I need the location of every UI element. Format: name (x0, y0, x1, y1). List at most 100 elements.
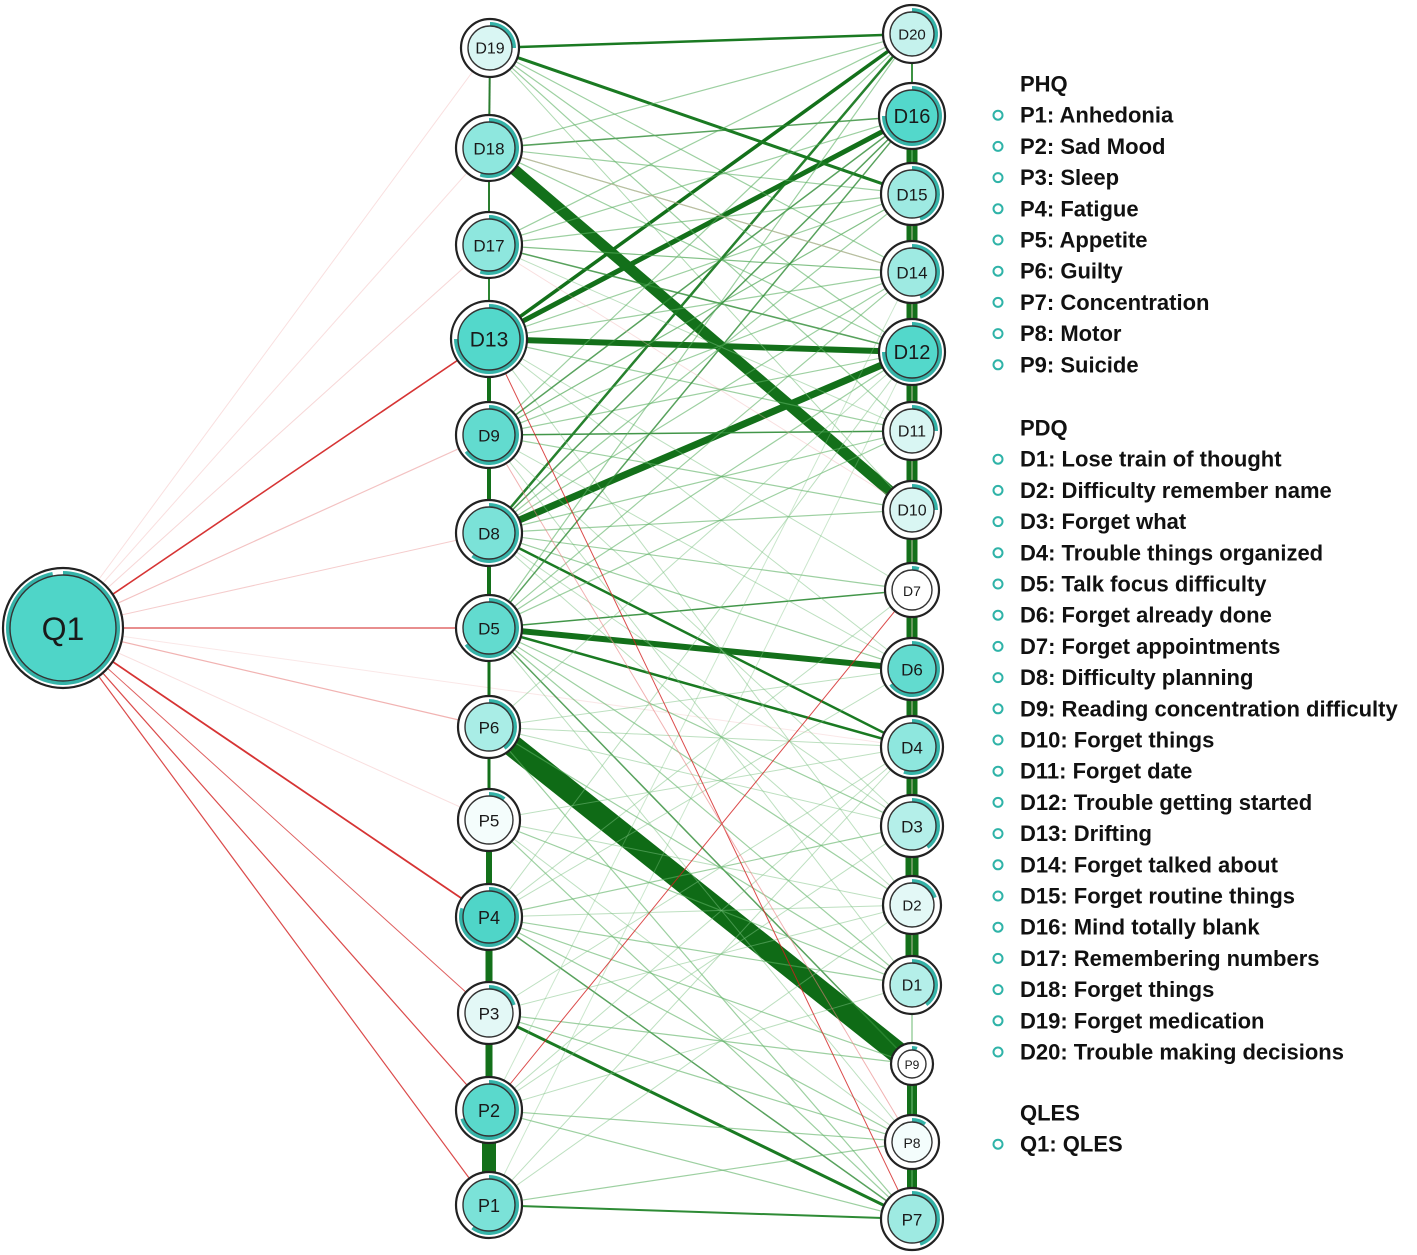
node-d14: D14 (879, 239, 945, 305)
edge-d18-d16 (488, 115, 913, 149)
node-q1: Q1 (1, 566, 125, 690)
edge-d17-d20 (488, 33, 913, 246)
legend-marker (992, 609, 1004, 621)
legend-item: D2: Difficulty remember name (1020, 478, 1332, 503)
edge-p4-d1 (488, 916, 913, 986)
node-body (457, 307, 521, 371)
node-label: D7 (903, 583, 921, 599)
legend-marker (992, 578, 1004, 590)
node-label: Q1 (42, 611, 85, 647)
legend-marker (992, 140, 1004, 152)
node-p7: P7 (879, 1186, 945, 1252)
node-body (897, 1049, 927, 1079)
node-body (464, 795, 514, 845)
legend-marker (992, 516, 1004, 528)
edge-p5-d1 (488, 819, 913, 986)
legend-item: P6: Guilty (1020, 259, 1123, 284)
node-body (889, 962, 935, 1008)
edge-q1-d9 (62, 434, 490, 629)
edge-p3-d4 (488, 746, 913, 1014)
legend-item: D7: Forget appointments (1020, 634, 1280, 659)
edge-d13-d6 (488, 338, 913, 670)
node-label: P5 (479, 812, 500, 831)
edge-d9-d20 (488, 33, 913, 436)
edge-d18-d12 (488, 147, 913, 353)
legend-item: D1: Lose train of thought (1020, 447, 1282, 472)
node-d16: D16 (877, 81, 947, 151)
node-body (464, 702, 514, 752)
legend-item: D9: Reading concentration difficulty (1020, 696, 1398, 721)
nodes-layer: Q1D19D18D17D13D9D8D5P6P5P4P3P2P1D20D16D1… (1, 3, 947, 1252)
node-body (891, 569, 933, 611)
legend-marker (992, 859, 1004, 871)
node-body (467, 25, 513, 71)
edge-d8-d15 (488, 193, 913, 534)
node-label: P7 (902, 1211, 923, 1230)
legend-marker (992, 828, 1004, 840)
legend-item: P8: Motor (1020, 321, 1122, 346)
edge-p1-d2 (488, 904, 913, 1206)
edge-d19-d11 (489, 47, 913, 432)
edge-d9-d6 (488, 434, 913, 670)
node-body (887, 801, 937, 851)
node-label: D12 (894, 342, 931, 364)
edge-d18-d14 (488, 147, 913, 273)
edge-p1-p8 (488, 1141, 913, 1206)
legend-item: D6: Forget already done (1020, 603, 1272, 628)
edge-d8-d12 (487, 348, 914, 537)
legend-item: D14: Forget talked about (1020, 852, 1279, 877)
node-label: P8 (903, 1135, 920, 1151)
edge-p1-d4 (488, 746, 913, 1206)
node-label: D1 (902, 978, 923, 995)
node-body (462, 218, 516, 272)
edge-d19-d12 (489, 47, 913, 353)
edge-d8-d11 (488, 430, 913, 534)
edge-p4-d7 (488, 589, 913, 918)
legend-marker (992, 640, 1004, 652)
edge-q1-d19 (62, 47, 491, 629)
edge-d13-d7 (488, 338, 913, 591)
node-label: D9 (478, 427, 500, 446)
legend-marker (992, 109, 1004, 121)
edge-p2-d14 (488, 271, 913, 1111)
edge-q1-p5 (62, 627, 490, 821)
node-body (885, 325, 939, 379)
edge-d13-d20 (487, 32, 914, 341)
node-d11: D11 (881, 400, 943, 462)
edge-d17-d10 (488, 244, 913, 511)
legend-item: P2: Sad Mood (1020, 134, 1165, 159)
legend-marker (992, 172, 1004, 184)
legend-marker (992, 796, 1004, 808)
legend-marker (992, 453, 1004, 465)
edge-d5-d7 (488, 589, 913, 629)
legend-marker (992, 1015, 1004, 1027)
node-body (462, 601, 516, 655)
legend-item: D4: Trouble things organized (1020, 540, 1323, 565)
legend-marker (992, 359, 1004, 371)
node-d13: D13 (449, 299, 529, 379)
edge-p3-d2 (488, 904, 913, 1014)
edge-p6-d12 (488, 351, 913, 728)
edge-q1-p2 (62, 627, 490, 1111)
node-label: D11 (898, 424, 926, 441)
edge-d18-d20 (488, 33, 913, 149)
legend-item: D18: Forget things (1020, 977, 1214, 1002)
node-label: D10 (897, 503, 926, 520)
edge-d8-d6 (488, 532, 913, 670)
node-body (889, 11, 935, 57)
node-body (462, 890, 516, 944)
node-d20: D20 (881, 3, 943, 65)
edge-d19-d10 (489, 47, 913, 511)
legend-item: D20: Trouble making decisions (1020, 1040, 1344, 1065)
legend-item: P3: Sleep (1020, 165, 1119, 190)
legend-marker (992, 203, 1004, 215)
edge-d9-d10 (488, 434, 913, 511)
edge-d5-p8 (488, 627, 913, 1143)
node-body (887, 722, 937, 772)
node-p4: P4 (454, 882, 524, 952)
legend-item: D17: Remembering numbers (1020, 946, 1320, 971)
edge-p4-d12 (488, 351, 913, 918)
edge-d5-d14 (488, 271, 913, 629)
edge-d9-d1 (488, 434, 913, 986)
edge-d9-d16 (488, 115, 913, 436)
